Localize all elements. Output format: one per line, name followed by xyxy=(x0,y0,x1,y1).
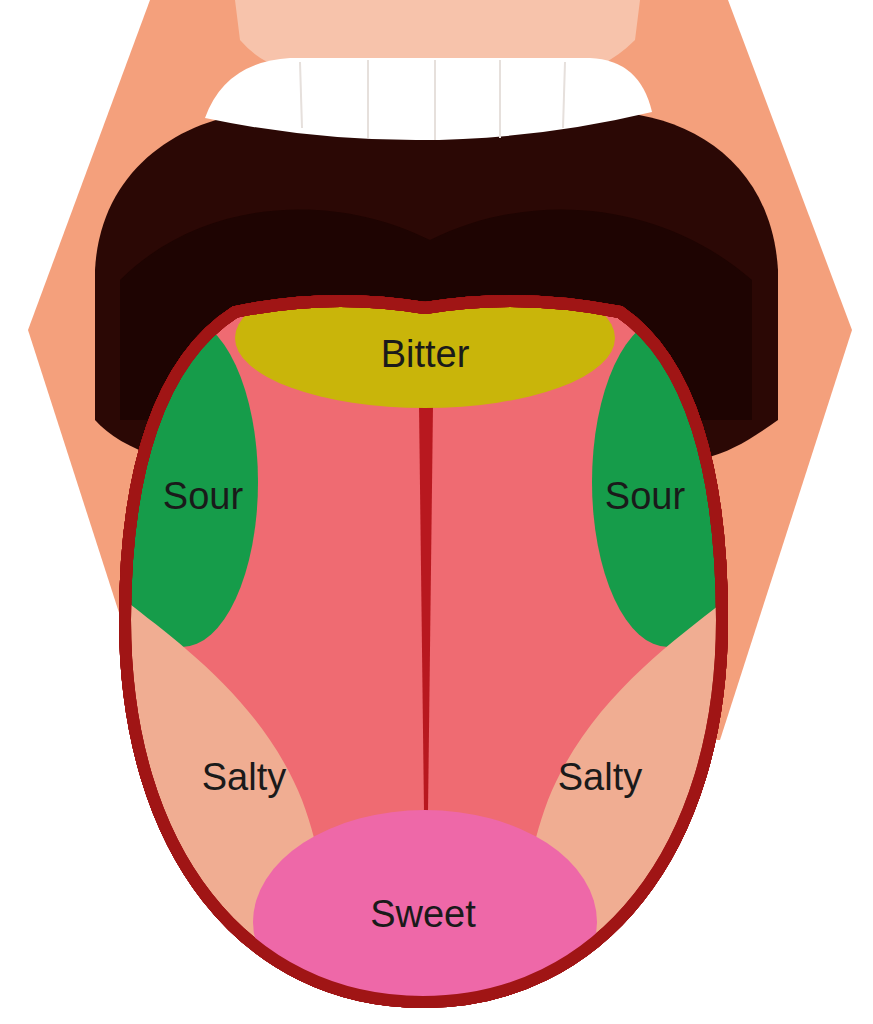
taste-label: Sour xyxy=(605,476,685,518)
taste-label: Salty xyxy=(202,757,286,799)
taste-label: Sour xyxy=(163,476,243,518)
sweet-region: Sweet xyxy=(245,800,605,1010)
taste-label: Salty xyxy=(558,757,642,799)
taste-label: Bitter xyxy=(381,334,470,376)
taste-label: Sweet xyxy=(370,894,476,936)
